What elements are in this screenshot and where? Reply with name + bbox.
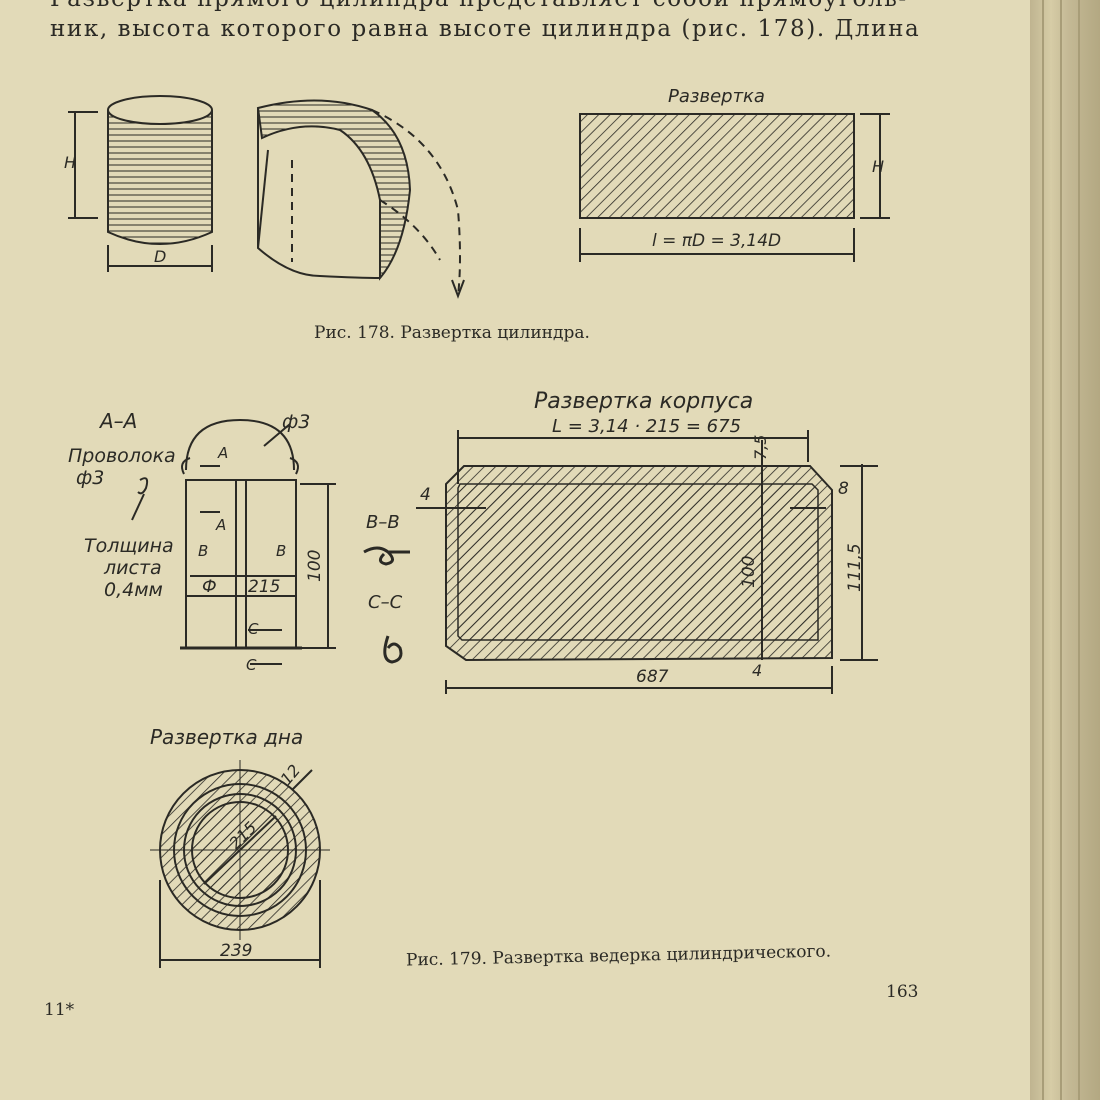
height-100: 100 bbox=[305, 550, 325, 582]
label-d: D bbox=[154, 247, 166, 266]
label-h-2: H bbox=[872, 157, 884, 176]
dim-111-5: 111,5 bbox=[845, 543, 865, 592]
dim-8: 8 bbox=[838, 479, 849, 499]
mark-c-2: С bbox=[246, 656, 257, 674]
edge-line bbox=[1060, 0, 1062, 1100]
page-number: 163 bbox=[886, 982, 919, 1002]
formula-l: l = πD = 3,14D bbox=[652, 231, 781, 251]
mark-a-2: А bbox=[215, 516, 226, 534]
mark-a-1: А bbox=[217, 444, 228, 462]
seam-cc-icon bbox=[383, 635, 403, 664]
page-edge bbox=[1030, 0, 1100, 1100]
thickness-1: Толщина bbox=[84, 535, 174, 557]
thickness-2: листа bbox=[103, 557, 162, 579]
mark-b-1: В bbox=[198, 542, 208, 560]
development-rectangle bbox=[579, 113, 890, 262]
edge-line bbox=[1078, 0, 1080, 1100]
section-bb: В–В bbox=[366, 512, 400, 533]
bottom-title: Развертка дна bbox=[150, 725, 303, 749]
body-development bbox=[416, 430, 878, 694]
cylinder-drawing bbox=[68, 95, 213, 272]
phi-label: Ф bbox=[202, 577, 217, 597]
body-formula: L = 3,14 · 215 = 675 bbox=[552, 416, 741, 437]
dim-100: 100 bbox=[739, 556, 759, 588]
dim-7-5: 7,5 bbox=[751, 435, 770, 460]
unrolling-cylinder-drawing bbox=[256, 99, 465, 299]
seam-bb-icon bbox=[363, 546, 410, 566]
edge-line bbox=[1042, 0, 1044, 1100]
phi3-label: ф3 bbox=[282, 411, 310, 433]
wire-label-1: Проволока bbox=[68, 445, 176, 467]
caption-fig178: Рис. 178. Развертка цилиндра. bbox=[314, 323, 590, 343]
section-aa: А–А bbox=[98, 409, 137, 433]
label-h: H bbox=[64, 153, 76, 172]
body-text-line-2: ник, высота которого равна высоте цилинд… bbox=[50, 16, 921, 42]
dim-239: 239 bbox=[220, 941, 252, 961]
body-title: Развертка корпуса bbox=[534, 389, 753, 414]
body-text-line-1: Развертка прямого цилиндра представляет … bbox=[50, 0, 908, 12]
thickness-3: 0,4мм bbox=[104, 579, 163, 601]
dim-4-bottom: 4 bbox=[752, 661, 762, 680]
wire-label-2: ф3 bbox=[76, 467, 104, 489]
bucket-drawing bbox=[131, 418, 336, 665]
mark-c-1: С bbox=[248, 620, 259, 638]
bottom-development bbox=[150, 760, 330, 968]
section-cc: С–С bbox=[368, 592, 403, 613]
dim-4-left: 4 bbox=[420, 485, 431, 505]
unfold-title: Развертка bbox=[668, 86, 765, 107]
signature-mark: 11* bbox=[44, 1000, 75, 1020]
mark-b-2: В bbox=[276, 542, 286, 560]
dim-687: 687 bbox=[636, 667, 669, 687]
diameter-215: 215 bbox=[248, 577, 280, 597]
